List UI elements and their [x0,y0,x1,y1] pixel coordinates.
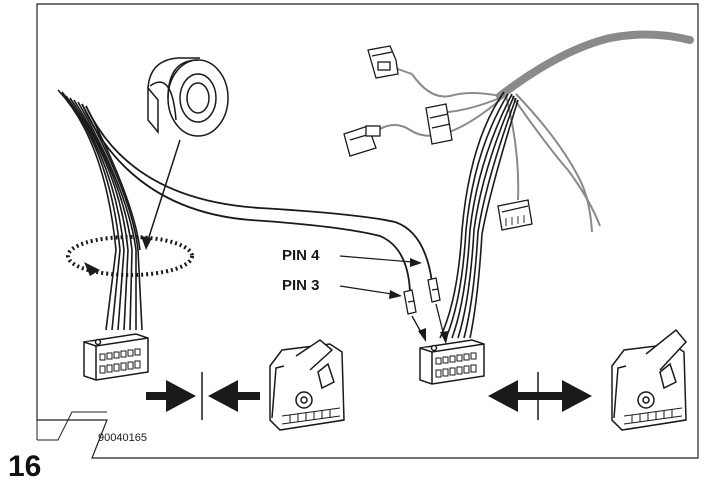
pin-leader-lines [339,255,422,299]
disconnect-arrows-icon [488,372,592,420]
tape-roll-icon [147,57,229,137]
harness-connector-2 [343,125,381,157]
pin-4-label: PIN 4 [282,247,320,264]
connect-arrows-icon [146,372,260,420]
right-connector [419,339,485,385]
harness-trunk [496,30,694,100]
left-wire-bundle [57,89,143,331]
pin-3-label: PIN 3 [282,277,320,294]
pin-3-terminal [403,289,417,315]
right-wire-bundle [439,91,519,339]
harness-connector-3 [425,103,453,145]
right-module [611,328,687,431]
insertion-arrows [411,303,449,344]
harness-connector-4 [497,199,533,231]
left-connector [83,333,149,381]
harness-branches [377,65,601,233]
left-module [269,339,345,431]
wrap-rotation-icon [66,235,194,277]
reference-code: 90040165 [98,432,147,444]
tape-arrow [141,139,181,250]
reference-tab [36,411,107,441]
step-number: 16 [8,450,41,483]
harness-connector-1 [367,45,399,79]
pin-4-terminal [427,277,441,303]
pin-wires [81,103,433,293]
